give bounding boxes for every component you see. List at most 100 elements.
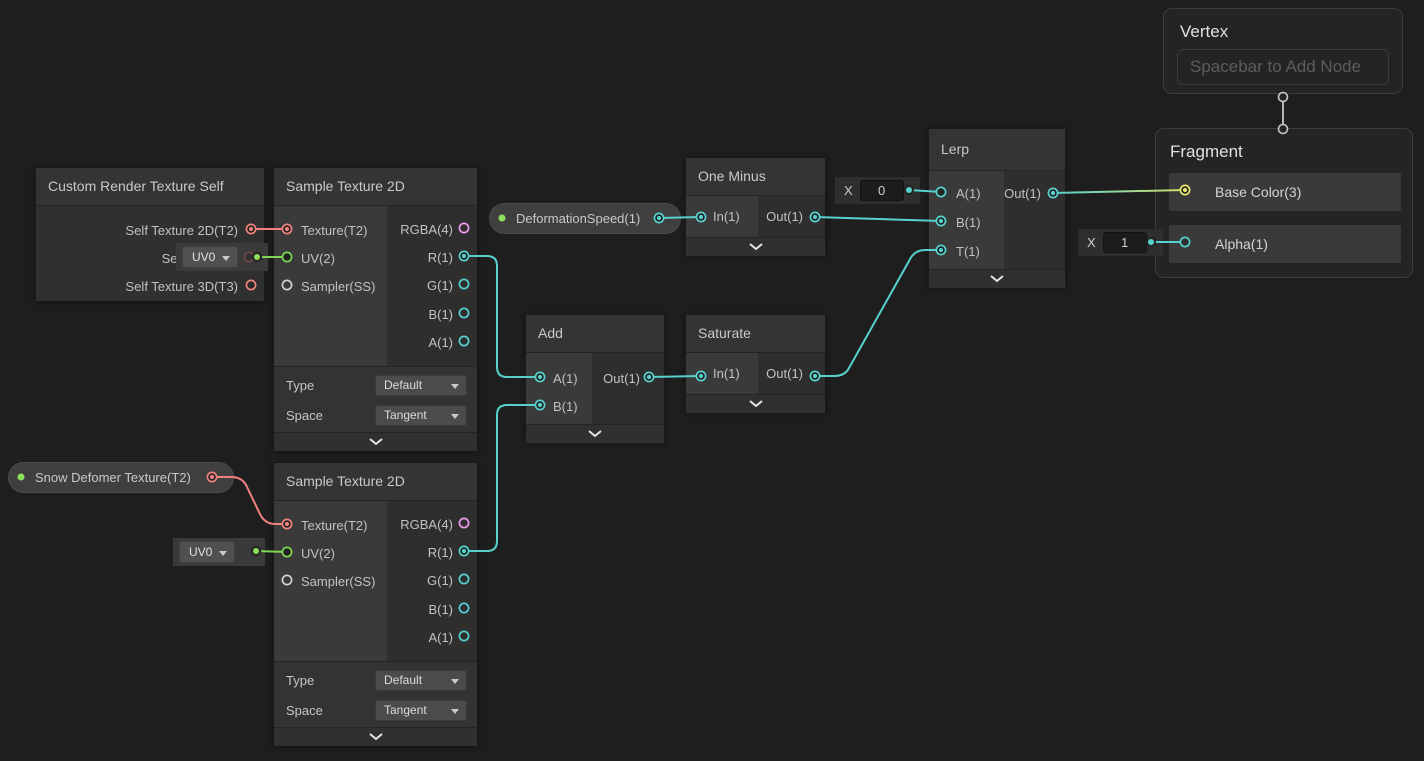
chevron-down-icon <box>219 551 227 556</box>
port-a-out[interactable] <box>458 335 470 347</box>
x-label: X <box>844 183 853 198</box>
collapse-chevron[interactable] <box>526 424 664 443</box>
collapse-chevron[interactable] <box>274 727 477 746</box>
alpha-value-dot[interactable] <box>1146 237 1156 247</box>
alpha-value-input[interactable]: 1 <box>1102 232 1147 253</box>
node-title: Add <box>526 315 664 353</box>
chevron-down-icon <box>451 413 459 419</box>
port-label-sampler: Sampler(SS) <box>301 278 376 294</box>
port-label-self-texture-3d: Self Texture 3D(T3) <box>125 278 238 294</box>
port-label-out: Out(1) <box>603 370 640 386</box>
port-lerp-t[interactable] <box>935 244 947 256</box>
port-sampler-in[interactable] <box>281 574 293 586</box>
port-saturate-out[interactable] <box>809 370 821 382</box>
port-add-a[interactable] <box>534 371 546 383</box>
port-label-a: A(1) <box>553 370 578 386</box>
uv0-default-dot[interactable] <box>251 251 263 263</box>
lerp-a-value-dot[interactable] <box>904 185 914 195</box>
wire-oneminus-to-lerp-b[interactable] <box>814 216 942 222</box>
port-rgba-out[interactable] <box>458 222 470 234</box>
port-label-r: R(1) <box>427 545 453 561</box>
collapse-chevron[interactable] <box>686 237 825 256</box>
port-add-out[interactable] <box>643 371 655 383</box>
port-deformationspeed-out[interactable] <box>653 212 665 224</box>
wire-deformationspeed-to-oneminus[interactable] <box>658 216 702 219</box>
node-fragment-context[interactable]: Fragment Base Color(3) Alpha(1) <box>1155 128 1413 278</box>
uv-channel-control-top: UV0 <box>176 243 268 271</box>
type-label: Type <box>286 672 315 688</box>
wire-snowdeformer-to-texture[interactable] <box>211 476 288 525</box>
wire-add-to-saturate[interactable] <box>648 375 702 378</box>
port-label-in: In(1) <box>713 366 740 381</box>
node-title: Sample Texture 2D <box>274 463 477 501</box>
node-saturate[interactable]: Saturate In(1) Out(1) <box>685 314 826 413</box>
chevron-down-icon <box>748 243 763 251</box>
port-snowdeformer-out[interactable] <box>206 471 218 483</box>
port-oneminus-in[interactable] <box>695 211 707 223</box>
port-uv-in[interactable] <box>281 546 293 558</box>
port-sampler-in[interactable] <box>281 279 293 291</box>
port-label-uv: UV(2) <box>301 250 335 266</box>
node-custom-render-texture-self[interactable]: Custom Render Texture Self Self Texture … <box>35 167 265 301</box>
port-lerp-a[interactable] <box>935 186 947 198</box>
node-one-minus[interactable]: One Minus In(1) Out(1) <box>685 157 826 256</box>
node-add[interactable]: Add A(1) B(1) Out(1) <box>525 314 665 443</box>
port-texture-in[interactable] <box>281 223 293 235</box>
type-dropdown[interactable]: Default <box>375 669 467 691</box>
uv0-default-dot[interactable] <box>250 545 262 557</box>
port-r-out[interactable] <box>458 250 470 262</box>
port-r-out[interactable] <box>458 545 470 557</box>
wire-lerp-to-basecolor[interactable] <box>1052 189 1186 194</box>
wire-saturate-to-lerp-t[interactable] <box>814 249 942 377</box>
space-label: Space <box>286 702 323 718</box>
chevron-down-icon <box>990 275 1004 283</box>
wire-r-to-add-a[interactable] <box>463 255 541 378</box>
collapse-chevron[interactable] <box>686 394 825 413</box>
uv-channel-dropdown[interactable]: UV0 <box>179 541 235 563</box>
chevron-down-icon <box>451 708 459 714</box>
wire-r-to-add-b[interactable] <box>463 404 541 552</box>
chevron-down-icon <box>222 256 230 261</box>
vertex-title: Vertex <box>1180 22 1229 41</box>
type-dropdown[interactable]: Default <box>375 374 467 396</box>
node-lerp[interactable]: Lerp A(1) B(1) T(1) Out(1) <box>928 128 1066 288</box>
port-add-b[interactable] <box>534 399 546 411</box>
node-sample-texture-2d-top[interactable]: Sample Texture 2D Texture(T2) UV(2) Samp… <box>273 167 478 451</box>
port-oneminus-out[interactable] <box>809 211 821 223</box>
space-dropdown[interactable]: Tangent <box>375 404 467 426</box>
lerp-a-value-input[interactable]: 0 <box>859 180 904 201</box>
collapse-chevron[interactable] <box>274 432 477 451</box>
port-lerp-out[interactable] <box>1047 187 1059 199</box>
port-texture-in[interactable] <box>281 518 293 530</box>
port-a-out[interactable] <box>458 630 470 642</box>
port-b-out[interactable] <box>458 307 470 319</box>
port-label-texture: Texture(T2) <box>301 222 368 238</box>
port-label-t: T(1) <box>956 244 980 259</box>
port-base-color-in[interactable] <box>1179 184 1191 196</box>
node-sample-texture-2d-bottom[interactable]: Sample Texture 2D Texture(T2) UV(2) Samp… <box>273 462 478 746</box>
chevron-down-icon <box>588 430 602 438</box>
space-dropdown[interactable]: Tangent <box>375 699 467 721</box>
port-b-out[interactable] <box>458 602 470 614</box>
property-pill-deformation-speed[interactable]: DeformationSpeed(1) <box>489 203 681 234</box>
fragment-block-base-color[interactable]: Base Color(3) <box>1169 173 1401 211</box>
port-lerp-b[interactable] <box>935 215 947 227</box>
port-saturate-in[interactable] <box>695 370 707 382</box>
port-label-b: B(1) <box>956 215 981 230</box>
lerp-a-default-field[interactable]: X 0 <box>835 177 920 204</box>
fragment-block-alpha[interactable]: Alpha(1) <box>1169 225 1401 263</box>
property-pill-snow-deformer-texture[interactable]: Snow Defomer Texture(T2) <box>8 462 234 493</box>
collapse-chevron[interactable] <box>929 269 1065 288</box>
port-self-texture-3d-out[interactable] <box>245 279 257 291</box>
uv-channel-dropdown[interactable]: UV0 <box>182 246 238 268</box>
port-rgba-out[interactable] <box>458 517 470 529</box>
port-alpha-in[interactable] <box>1179 236 1191 248</box>
port-g-out[interactable] <box>458 278 470 290</box>
port-label-b: B(1) <box>428 601 453 617</box>
port-g-out[interactable] <box>458 573 470 585</box>
node-title: Lerp <box>929 129 1065 171</box>
node-vertex-context[interactable]: Vertex Spacebar to Add Node <box>1163 8 1403 94</box>
port-uv-in[interactable] <box>281 251 293 263</box>
port-self-texture-2d-out[interactable] <box>245 223 257 235</box>
